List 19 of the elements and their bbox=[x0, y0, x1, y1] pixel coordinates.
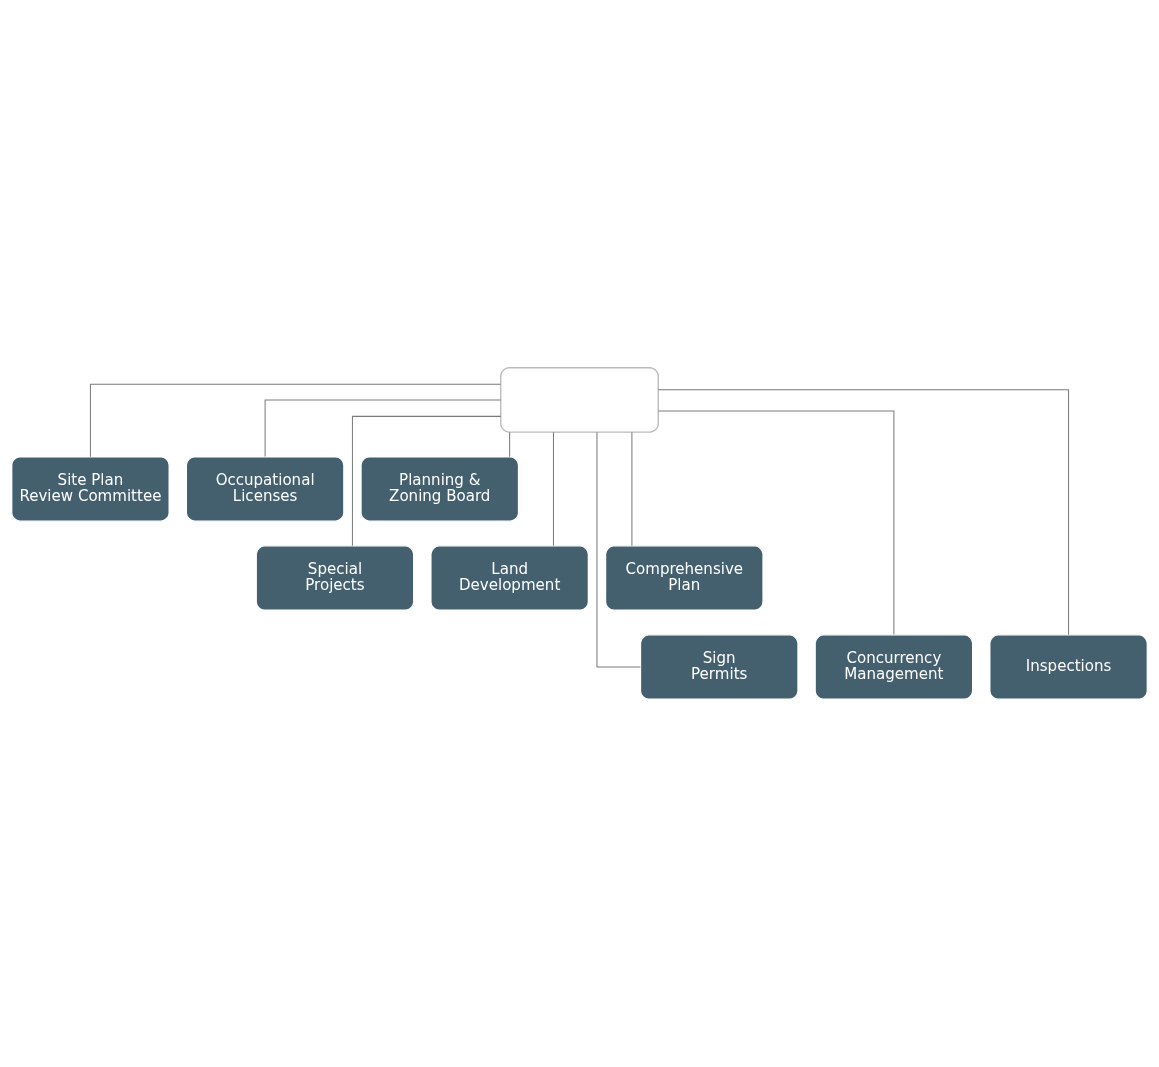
connector bbox=[631, 431, 633, 547]
connector bbox=[596, 431, 641, 668]
node-box: Site Plan Review Committee bbox=[11, 456, 170, 522]
node-box: Sign Permits bbox=[639, 634, 799, 700]
connector bbox=[351, 415, 502, 547]
connector bbox=[89, 383, 502, 458]
node-box: Planning & Zoning Board bbox=[360, 456, 520, 522]
connector bbox=[657, 389, 1070, 636]
connector bbox=[264, 399, 502, 458]
node-box bbox=[500, 367, 659, 433]
connector bbox=[509, 431, 511, 458]
node-box: Occupational Licenses bbox=[185, 456, 345, 522]
node-box: Special Projects bbox=[255, 545, 415, 611]
node-box: Comprehensive Plan bbox=[604, 545, 764, 611]
node-box: Inspections bbox=[989, 634, 1148, 700]
connector bbox=[552, 431, 554, 547]
connector bbox=[657, 410, 895, 636]
node-box: Concurrency Management bbox=[814, 634, 974, 700]
node-box: Land Development bbox=[430, 545, 590, 611]
